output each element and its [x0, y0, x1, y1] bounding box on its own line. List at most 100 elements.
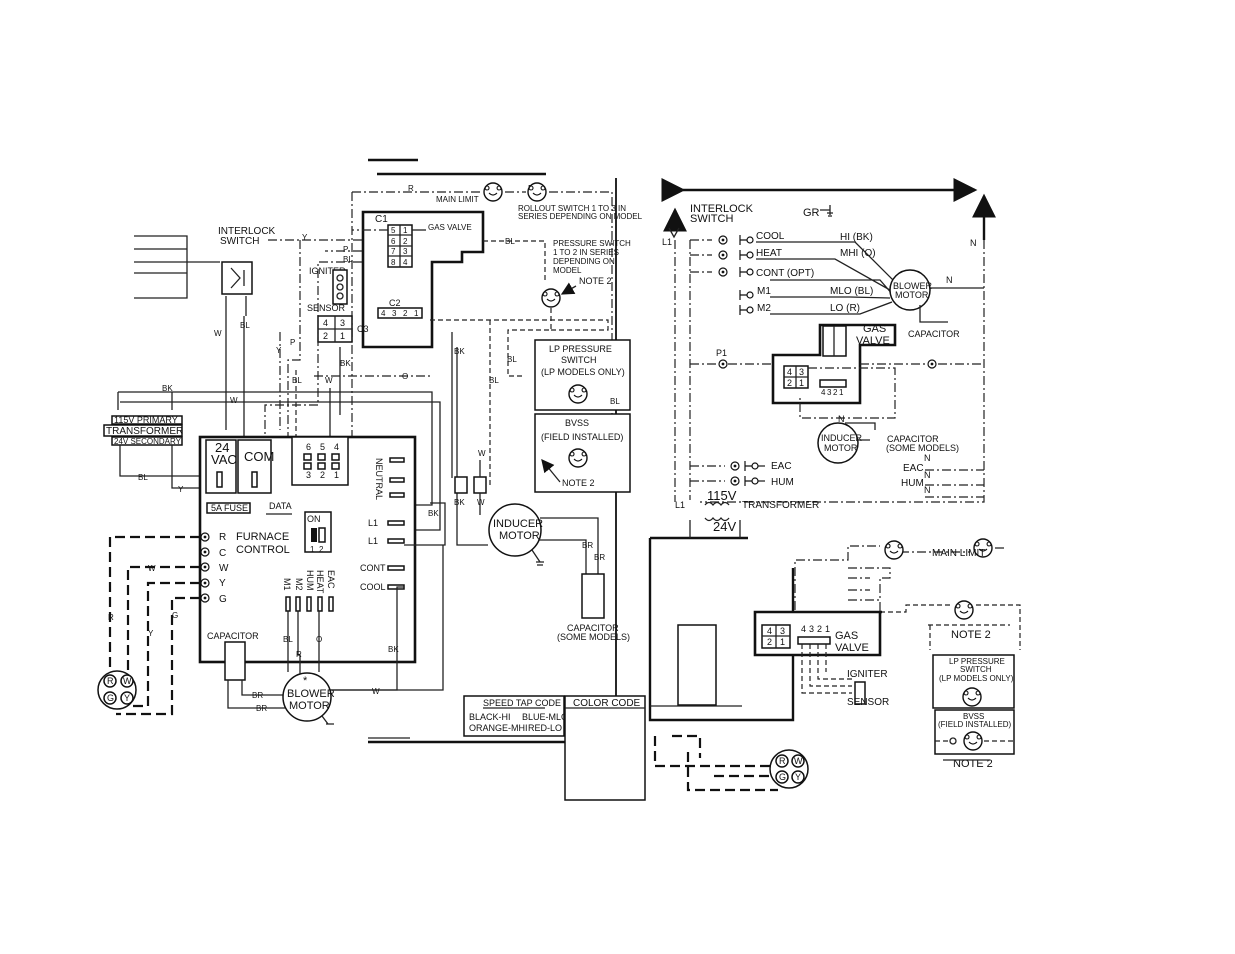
- right-diagram: INTERLOCK SWITCH GR L1 N COOL HEAT CONT …: [648, 178, 1021, 792]
- r-gas2-label: VALVE: [835, 642, 869, 654]
- r-lp-label: SWITCH: [960, 665, 992, 674]
- thermo-terminal: G: [107, 693, 114, 703]
- gas-valve-block: [361, 210, 485, 349]
- main-limit-switch-icon: [483, 182, 503, 202]
- igniter-label: IGNITER: [309, 266, 346, 276]
- ground-icon: [820, 205, 833, 217]
- wire-p-label: P: [343, 245, 348, 254]
- sensor-label: SENSOR: [307, 303, 346, 313]
- thermo-terminal: Y: [124, 693, 130, 703]
- lp-label: SWITCH: [561, 355, 597, 365]
- r-bvss-label: (FIELD INSTALLED): [938, 720, 1012, 729]
- plug-pin: 1: [334, 470, 339, 480]
- plug-pin: 3: [306, 470, 311, 480]
- r-lp-label: (LP MODELS ONLY): [939, 674, 1014, 683]
- dip-num: 2: [319, 545, 324, 554]
- furnace-control-label: FURNACE: [236, 531, 289, 543]
- right-terminal-label: CONT: [360, 563, 386, 573]
- data-label: DATA: [269, 501, 292, 511]
- c1-pin: 7: [391, 247, 396, 256]
- r-115v-label: 115V: [707, 488, 737, 503]
- terminal-w[interactable]: [200, 562, 210, 572]
- blower-capacitor: [224, 641, 246, 681]
- r-lp-label: LP PRESSURE: [949, 657, 1005, 666]
- r-c2b-pin: 1: [825, 624, 830, 634]
- speed-tap-entry: BLUE-MLO: [522, 712, 568, 722]
- cap-some-label: CAPACITOR: [567, 623, 619, 633]
- c1-pin: 1: [403, 226, 408, 235]
- right-terminal-label: COOL: [360, 582, 386, 592]
- thermo-terminal: W: [123, 676, 132, 686]
- r-hum-label: HUM: [901, 478, 924, 489]
- rollout-label-2: SERIES DEPENDING ON MODEL: [518, 212, 643, 221]
- r-c2-pin: 3: [827, 388, 832, 397]
- r-igniter-label: IGNITER: [847, 669, 888, 680]
- terminal-r[interactable]: [200, 532, 210, 542]
- transformer-secondary-label: 24V SECONDARY: [114, 437, 182, 446]
- wire-bk-label: BK: [454, 498, 465, 507]
- dip-on-label: ON: [307, 514, 321, 524]
- r-row-color: MLO (BL): [830, 286, 873, 297]
- inducer-label: INDUCER: [493, 518, 543, 530]
- wire-bk-label: BK: [340, 359, 351, 368]
- pressure-label: PRESSURE SWITCH: [553, 239, 631, 248]
- pressure-label: 1 TO 2 IN SERIES: [553, 248, 619, 257]
- tap-label: HEAT: [315, 570, 325, 594]
- r-l1-label: L1: [662, 237, 672, 247]
- r-n-label: N: [838, 414, 845, 424]
- r-interlock-label: SWITCH: [690, 213, 733, 225]
- wire-w-label: W: [372, 687, 380, 696]
- dip-switch: [304, 511, 332, 553]
- wire-w-label: W: [148, 564, 156, 573]
- r-n-label: N: [924, 470, 931, 480]
- speed-tap-table: [463, 695, 565, 737]
- rollout-label-1: ROLLOUT SWITCH 1 TO 3 IN: [518, 204, 626, 213]
- tap-label: HUM: [305, 570, 315, 591]
- dip-num: 1: [310, 545, 315, 554]
- cap-some-label: (SOME MODELS): [557, 632, 630, 642]
- transformer-primary-label: 115V PRIMARY: [114, 415, 178, 425]
- r-bvss-label: BVSS: [963, 712, 984, 721]
- c2-pin: 3: [392, 309, 397, 318]
- wire-bl-label: BL: [292, 376, 302, 385]
- left-diagram: R R MAIN LIMIT ROLLOUT SWITCH 1 TO 3 IN …: [97, 158, 646, 801]
- color-code-title: COLOR CODE: [573, 698, 641, 709]
- interlock-switch-icon: [230, 267, 245, 289]
- r-c2-pin: 4: [821, 388, 826, 397]
- r-c2b-pin: 2: [817, 624, 822, 634]
- terminal-label: Y: [219, 578, 226, 589]
- transformer: [103, 424, 183, 437]
- vac-label: VAC: [211, 452, 237, 467]
- terminal-label: R: [219, 532, 226, 543]
- terminal-c[interactable]: [200, 547, 210, 557]
- wire-w-label: W: [477, 498, 485, 507]
- wire-bk-label: BK: [454, 347, 465, 356]
- bvss-label: (FIELD INSTALLED): [541, 432, 623, 442]
- r-p1-label: P1: [716, 348, 727, 358]
- wire-w-label: W: [325, 376, 333, 385]
- wire-y-label: Y: [178, 485, 184, 494]
- r-n-label: N: [924, 485, 931, 495]
- c2-pin: 1: [414, 309, 419, 318]
- wire-bk-label: BK: [388, 645, 399, 654]
- plug-pin: 5: [320, 442, 325, 452]
- c3-pin: 2: [323, 331, 328, 341]
- r-c3-pin: 3: [799, 367, 804, 377]
- wire-y-label: Y: [276, 346, 282, 355]
- r-blower-label: MOTOR: [895, 290, 929, 300]
- thermo-terminal: R: [107, 676, 114, 686]
- r-hum-label: HUM: [771, 477, 794, 488]
- speed-tap-entry: BLACK-HI: [469, 712, 511, 722]
- wire-bl-label: BL: [343, 255, 353, 264]
- r-capacitor-label: CAPACITOR: [908, 329, 960, 339]
- lp-label: LP PRESSURE: [549, 344, 612, 354]
- lp-label: (LP MODELS ONLY): [541, 367, 625, 377]
- r-c2b-pin: 4: [801, 624, 806, 634]
- r-24v-label: 24V: [713, 519, 736, 534]
- r-c2b-pin: 3: [809, 624, 814, 634]
- terminal-g[interactable]: [200, 593, 210, 603]
- terminal-y[interactable]: [200, 578, 210, 588]
- wire-g-label: G: [172, 611, 178, 620]
- connector: [454, 476, 468, 494]
- c1-pin: 3: [403, 247, 408, 256]
